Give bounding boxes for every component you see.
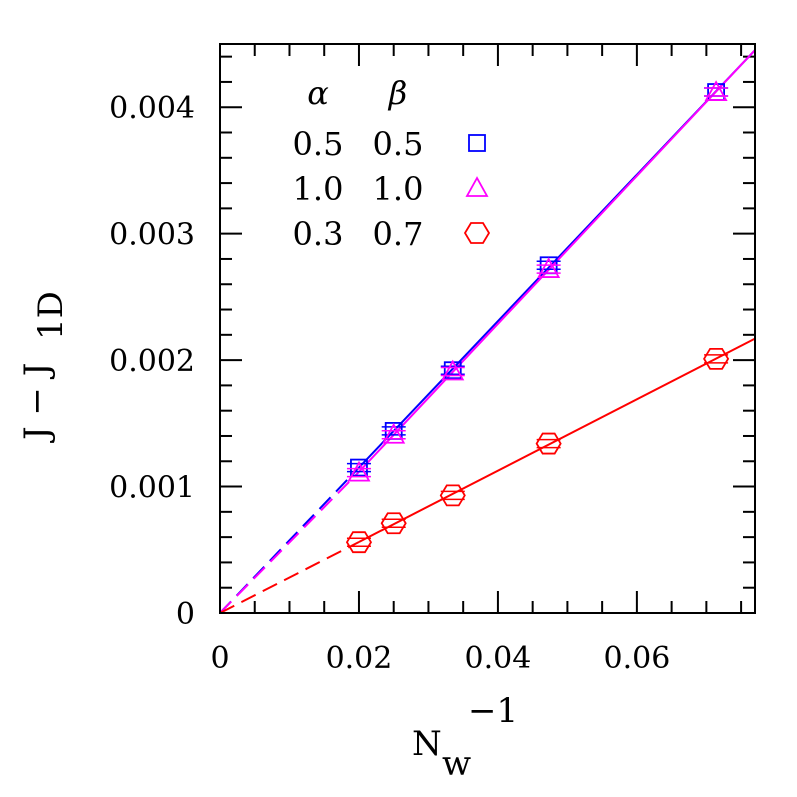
legend-header-beta: β xyxy=(388,74,408,112)
hexagon-marker xyxy=(345,531,373,554)
svg-text:N: N xyxy=(412,724,442,764)
hexagon-marker xyxy=(463,222,491,244)
x-tick-label: 0.02 xyxy=(326,641,393,676)
legend-header-alpha: α xyxy=(307,74,329,112)
data-points xyxy=(345,80,730,554)
legend-beta: 0.7 xyxy=(373,215,424,253)
triangle-marker xyxy=(382,422,406,444)
legend-beta: 1.0 xyxy=(373,170,424,208)
legend-alpha: 0.3 xyxy=(293,215,344,253)
extrapolation-line xyxy=(219,541,360,614)
y-tick-label: 0.002 xyxy=(109,344,195,379)
x-tick-label: 0 xyxy=(210,641,229,676)
y-tick-label: 0.004 xyxy=(109,91,195,126)
fit-line xyxy=(358,337,756,543)
legend: α β 0.5 0.5 1.0 1.0 0.3 0.7 xyxy=(293,74,491,253)
hexagon-marker xyxy=(703,347,730,370)
svg-text:−1: −1 xyxy=(468,691,518,731)
x-axis-title: N w −1 xyxy=(412,691,518,784)
legend-beta: 0.5 xyxy=(373,125,424,163)
square-marker xyxy=(350,458,368,477)
y-tick-label: 0 xyxy=(176,597,195,632)
x-tick-label: 0.06 xyxy=(603,641,670,676)
triangle-marker xyxy=(704,80,728,101)
extrapolation-line xyxy=(219,471,360,614)
y-tick-label: 0.001 xyxy=(109,471,195,506)
legend-alpha: 0.5 xyxy=(293,125,344,163)
y-tick-label: 0.003 xyxy=(109,218,195,253)
plot-frame xyxy=(219,43,756,614)
legend-alpha: 1.0 xyxy=(293,170,344,208)
svg-text:w: w xyxy=(442,744,471,784)
triangle-marker xyxy=(537,257,561,278)
triangle-marker xyxy=(465,176,489,197)
triangle-marker xyxy=(347,460,371,482)
hexagon-marker xyxy=(439,484,466,507)
x-tick-label: 0.04 xyxy=(465,641,532,676)
hexagon-marker xyxy=(535,432,562,455)
hexagon-marker xyxy=(380,512,407,535)
svg-text:1D: 1D xyxy=(31,291,71,340)
triangle-marker xyxy=(441,359,465,381)
axis-ticks xyxy=(219,44,755,614)
tick-labels: 0 0.02 0.04 0.06 0 0.001 0.002 0.003 0.004 xyxy=(109,91,670,676)
svg-text:J − J: J − J xyxy=(17,363,57,443)
y-axis-title: J − J 1D xyxy=(17,291,71,443)
square-marker xyxy=(468,134,486,152)
